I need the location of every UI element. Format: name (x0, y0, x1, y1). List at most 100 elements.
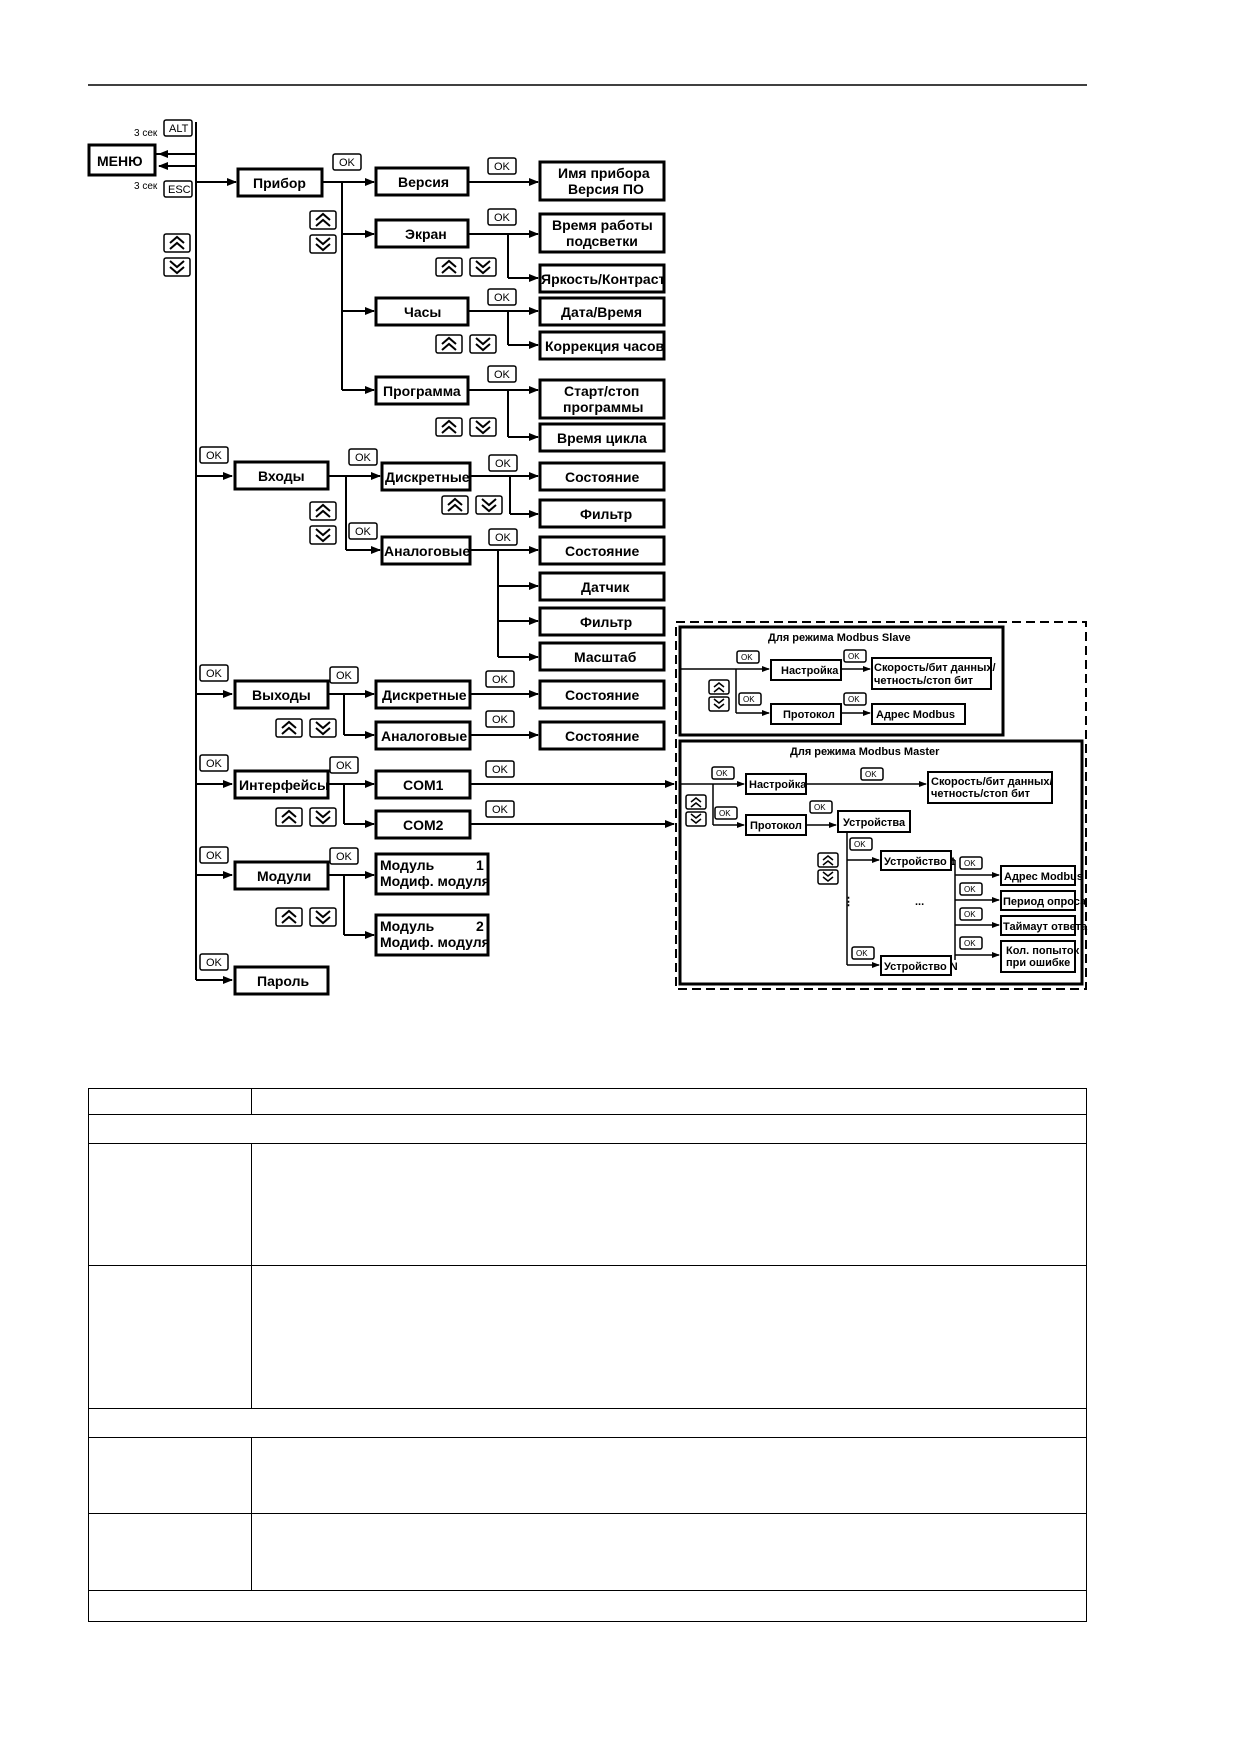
ekran-down-icon[interactable] (469, 257, 497, 277)
master-ustroistva-box[interactable] (837, 810, 911, 833)
ekran-leaf1-line2: подсветки (566, 233, 638, 249)
master-speed-line1: Скорость/бит данных/ (931, 776, 1053, 788)
param-1-box[interactable] (1000, 890, 1076, 911)
moduli-up-icon[interactable] (275, 907, 303, 927)
master-up-icon[interactable] (685, 794, 707, 810)
ok-label: OK (741, 653, 753, 662)
master-nastroika-label: Настройка (749, 779, 807, 791)
vyhody-up-icon[interactable] (275, 718, 303, 738)
esc-hold-label: 3 сек (134, 181, 158, 192)
menu-box[interactable] (87, 143, 157, 177)
vhody-anal-leaf-3[interactable] (538, 641, 666, 672)
pribor-box[interactable] (236, 167, 324, 198)
module2-box[interactable] (374, 913, 490, 957)
vhody-diskr-leaf-1[interactable] (538, 498, 666, 529)
module1-line1: Модуль (380, 857, 435, 873)
param-2-box[interactable] (1000, 915, 1076, 936)
esc-key[interactable] (163, 180, 193, 198)
com1-box[interactable] (374, 769, 472, 800)
ekran-label: Экран (405, 226, 447, 242)
programma-box[interactable] (374, 375, 470, 406)
ekran-up-icon[interactable] (435, 257, 463, 277)
vhody-down-icon[interactable] (309, 525, 337, 545)
master-down-icon[interactable] (685, 811, 707, 827)
pribor-down-icon[interactable] (309, 234, 337, 254)
slave-up-icon[interactable] (708, 679, 730, 695)
slave-protokol-box[interactable] (770, 703, 842, 725)
table-row-left (88, 1265, 252, 1409)
parol-box[interactable] (233, 965, 330, 996)
vyhody-box[interactable] (233, 679, 330, 710)
modbus-master-panel: Для режима Modbus Master OK OK Настройка… (678, 739, 1088, 986)
ekran-leaf1[interactable] (538, 212, 666, 254)
programma-down-icon[interactable] (469, 417, 497, 437)
ekran-box[interactable] (374, 218, 470, 249)
vyhody-diskretnye-box[interactable] (374, 679, 472, 710)
devices-down-icon[interactable] (817, 869, 839, 885)
ok-label: OK (494, 161, 511, 173)
versiya-label: Версия (398, 174, 449, 190)
table-section-row (88, 1590, 1087, 1622)
slave-nastroika-box[interactable] (770, 659, 842, 681)
ok-label: OK (206, 850, 223, 862)
table-row-left (88, 1437, 252, 1514)
vhody-anal-leaf-0[interactable] (538, 535, 666, 566)
vhody-diskr-up-icon[interactable] (441, 495, 469, 515)
chasy-leaf1[interactable] (538, 296, 666, 327)
pribor-up-icon[interactable] (309, 210, 337, 230)
vhody-anal-leaf-1[interactable] (538, 571, 666, 602)
vhody-diskr-leaf-0[interactable] (538, 461, 666, 492)
module1-box[interactable] (374, 852, 490, 896)
vhody-diskr-down-icon[interactable] (475, 495, 503, 515)
versiya-box[interactable] (374, 166, 470, 197)
vhody-analogovye-box[interactable] (380, 535, 472, 566)
chasy-up-icon[interactable] (435, 334, 463, 354)
vhody-anal-leaf-2-label: Фильтр (580, 614, 632, 630)
vyhody-diskr-leaf[interactable] (538, 679, 666, 710)
ekran-leaf2-label: Яркость/Контраст (541, 271, 665, 287)
vyhody-diskretnye-label: Дискретные (382, 687, 467, 703)
ok-key-vyhody[interactable] (199, 664, 229, 682)
master-speed-box[interactable] (927, 771, 1053, 804)
interfeisy-up-icon[interactable] (275, 807, 303, 827)
param-1-label: Период опроса (1003, 896, 1087, 908)
menu-up-icon[interactable] (163, 233, 191, 253)
versiya-leaf[interactable] (538, 160, 666, 202)
ok-key-interfeisy[interactable] (199, 754, 229, 772)
vyhody-analogovye-label: Аналоговые (381, 728, 467, 744)
programma-leaf1[interactable] (538, 378, 666, 420)
alt-key[interactable] (163, 119, 193, 137)
interfeisy-down-icon[interactable] (309, 807, 337, 827)
vhody-anal-leaf-2[interactable] (538, 606, 666, 637)
ok-key-versiya[interactable] (332, 153, 362, 171)
slave-speed-box[interactable] (871, 657, 992, 690)
ekran-leaf2[interactable] (538, 263, 666, 294)
slave-down-icon[interactable] (708, 696, 730, 712)
vyhody-anal-leaf[interactable] (538, 720, 666, 751)
deviceN-box[interactable] (880, 955, 952, 976)
programma-leaf1-line1: Старт/стоп (564, 383, 639, 399)
menu-label: МЕНЮ (97, 153, 143, 169)
ok-key-vhody[interactable] (199, 446, 229, 464)
ok-label: OK (964, 859, 976, 868)
ok-key-moduli[interactable] (199, 846, 229, 864)
ok-key-parol[interactable] (199, 953, 229, 971)
ok-label: OK (495, 532, 512, 544)
param-0-box[interactable] (1000, 865, 1076, 886)
chasy-leaf2[interactable] (538, 330, 666, 361)
vyhody-down-icon[interactable] (309, 718, 337, 738)
vhody-diskretnye-box[interactable] (380, 461, 472, 492)
programma-up-icon[interactable] (435, 417, 463, 437)
chasy-down-icon[interactable] (469, 334, 497, 354)
ok-label: OK (336, 760, 353, 772)
devices-up-icon[interactable] (817, 852, 839, 868)
vhody-up-icon[interactable] (309, 501, 337, 521)
param-retries-box[interactable] (1000, 940, 1076, 973)
slave-address-box[interactable] (871, 703, 966, 725)
moduli-down-icon[interactable] (309, 907, 337, 927)
programma-leaf2[interactable] (538, 422, 666, 453)
menu-down-icon[interactable] (163, 257, 191, 277)
bottom-table (88, 1088, 1087, 1622)
table-section-row (88, 1408, 1087, 1438)
chasy-box[interactable] (374, 296, 470, 327)
